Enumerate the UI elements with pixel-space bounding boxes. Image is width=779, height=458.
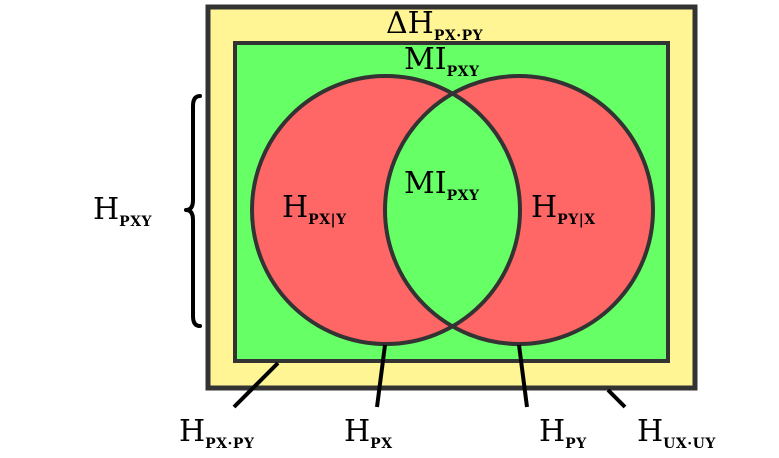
label-h-px-py: HPX·PY <box>179 414 255 452</box>
label-h-x-given-y: HPX|Y <box>282 190 347 228</box>
pointer-line-px-py <box>232 361 280 409</box>
label-delta-h: ΔHPX·PY <box>386 6 484 44</box>
label-mi-center: MIPXY <box>404 166 480 204</box>
label-h-joint: HPXY <box>93 192 153 230</box>
label-h-ux-uy: HUX·UY <box>637 414 716 452</box>
pointer-line-ux-uy <box>606 388 627 409</box>
label-mi-top: MIPXY <box>404 42 480 80</box>
joint-entropy-brace <box>184 94 202 328</box>
label-h-y-given-x: HPY|X <box>531 190 596 228</box>
label-h-px: HPX <box>344 414 393 452</box>
label-h-py: HPY <box>539 414 587 452</box>
circle-y-outline <box>383 74 655 346</box>
pointer-line-py <box>517 344 529 408</box>
circle-x-outline <box>250 74 522 346</box>
pointer-line-px <box>375 344 387 408</box>
